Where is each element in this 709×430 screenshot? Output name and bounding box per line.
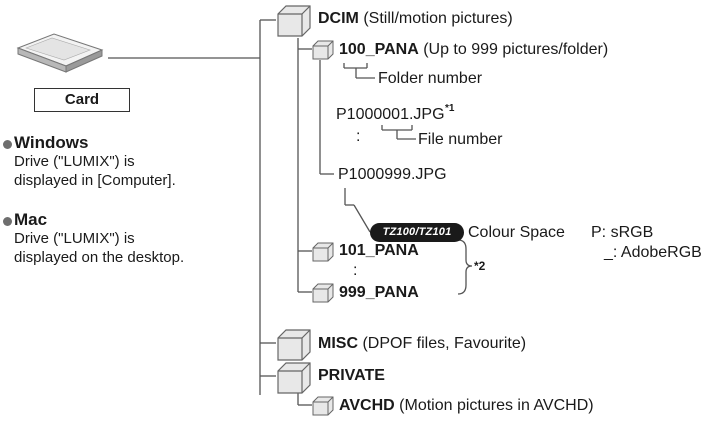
folder-number-label: Folder number: [378, 70, 483, 87]
avchd-desc: (Motion pictures in AVCHD): [399, 397, 594, 414]
folder-icon: [312, 283, 334, 303]
windows-line2: displayed in [Computer].: [14, 172, 176, 189]
note2-marker: *2: [474, 259, 486, 273]
colour-space-srgb: P: sRGB: [591, 224, 654, 241]
pana100-row: 100_PANA (Up to 999 pictures/folder): [339, 41, 608, 59]
avchd-name: AVCHD: [339, 397, 395, 414]
mac-title: Mac: [14, 210, 48, 229]
pana101-name: 101_PANA: [339, 242, 419, 259]
model-badge: TZ100/TZ101: [370, 223, 464, 242]
note1-marker: *1: [445, 103, 455, 114]
mac-line2: displayed on the desktop.: [14, 249, 185, 266]
vertical-dots: :: [356, 128, 361, 145]
windows-line1: Drive ("LUMIX") is: [14, 153, 135, 170]
dcim-row: DCIM (Still/motion pictures): [318, 10, 513, 28]
vertical-dots: :: [353, 262, 358, 279]
folder-icon: [312, 396, 334, 416]
sd-card-icon: [16, 33, 104, 73]
mac-bullet: [3, 217, 12, 226]
misc-desc: (DPOF files, Favourite): [362, 335, 527, 352]
folder-icon: [312, 40, 334, 60]
folder-icon: [277, 362, 311, 394]
misc-name: MISC: [318, 335, 358, 352]
folder-icon: [277, 5, 311, 37]
private-name: PRIVATE: [318, 367, 385, 384]
colour-space-label: Colour Space: [468, 224, 565, 241]
windows-title: Windows: [14, 133, 89, 152]
folder-icon: [312, 242, 334, 262]
folder-icon: [277, 329, 311, 361]
avchd-row: AVCHD (Motion pictures in AVCHD): [339, 397, 594, 415]
file-last: P1000999.JPG: [338, 166, 447, 183]
pana999-name: 999_PANA: [339, 284, 419, 301]
mac-line1: Drive ("LUMIX") is: [14, 230, 135, 247]
misc-row: MISC (DPOF files, Favourite): [318, 335, 526, 353]
file-first: P1000001.JPG: [336, 106, 445, 123]
dcim-desc: (Still/motion pictures): [363, 10, 513, 27]
card-label: Card: [34, 88, 130, 112]
file-number-label: File number: [418, 131, 503, 148]
pana100-desc: (Up to 999 pictures/folder): [423, 41, 609, 58]
dcim-name: DCIM: [318, 10, 359, 27]
colour-space-adobergb: _: AdobeRGB: [604, 244, 702, 261]
windows-bullet: [3, 140, 12, 149]
pana100-name: 100_PANA: [339, 41, 419, 58]
